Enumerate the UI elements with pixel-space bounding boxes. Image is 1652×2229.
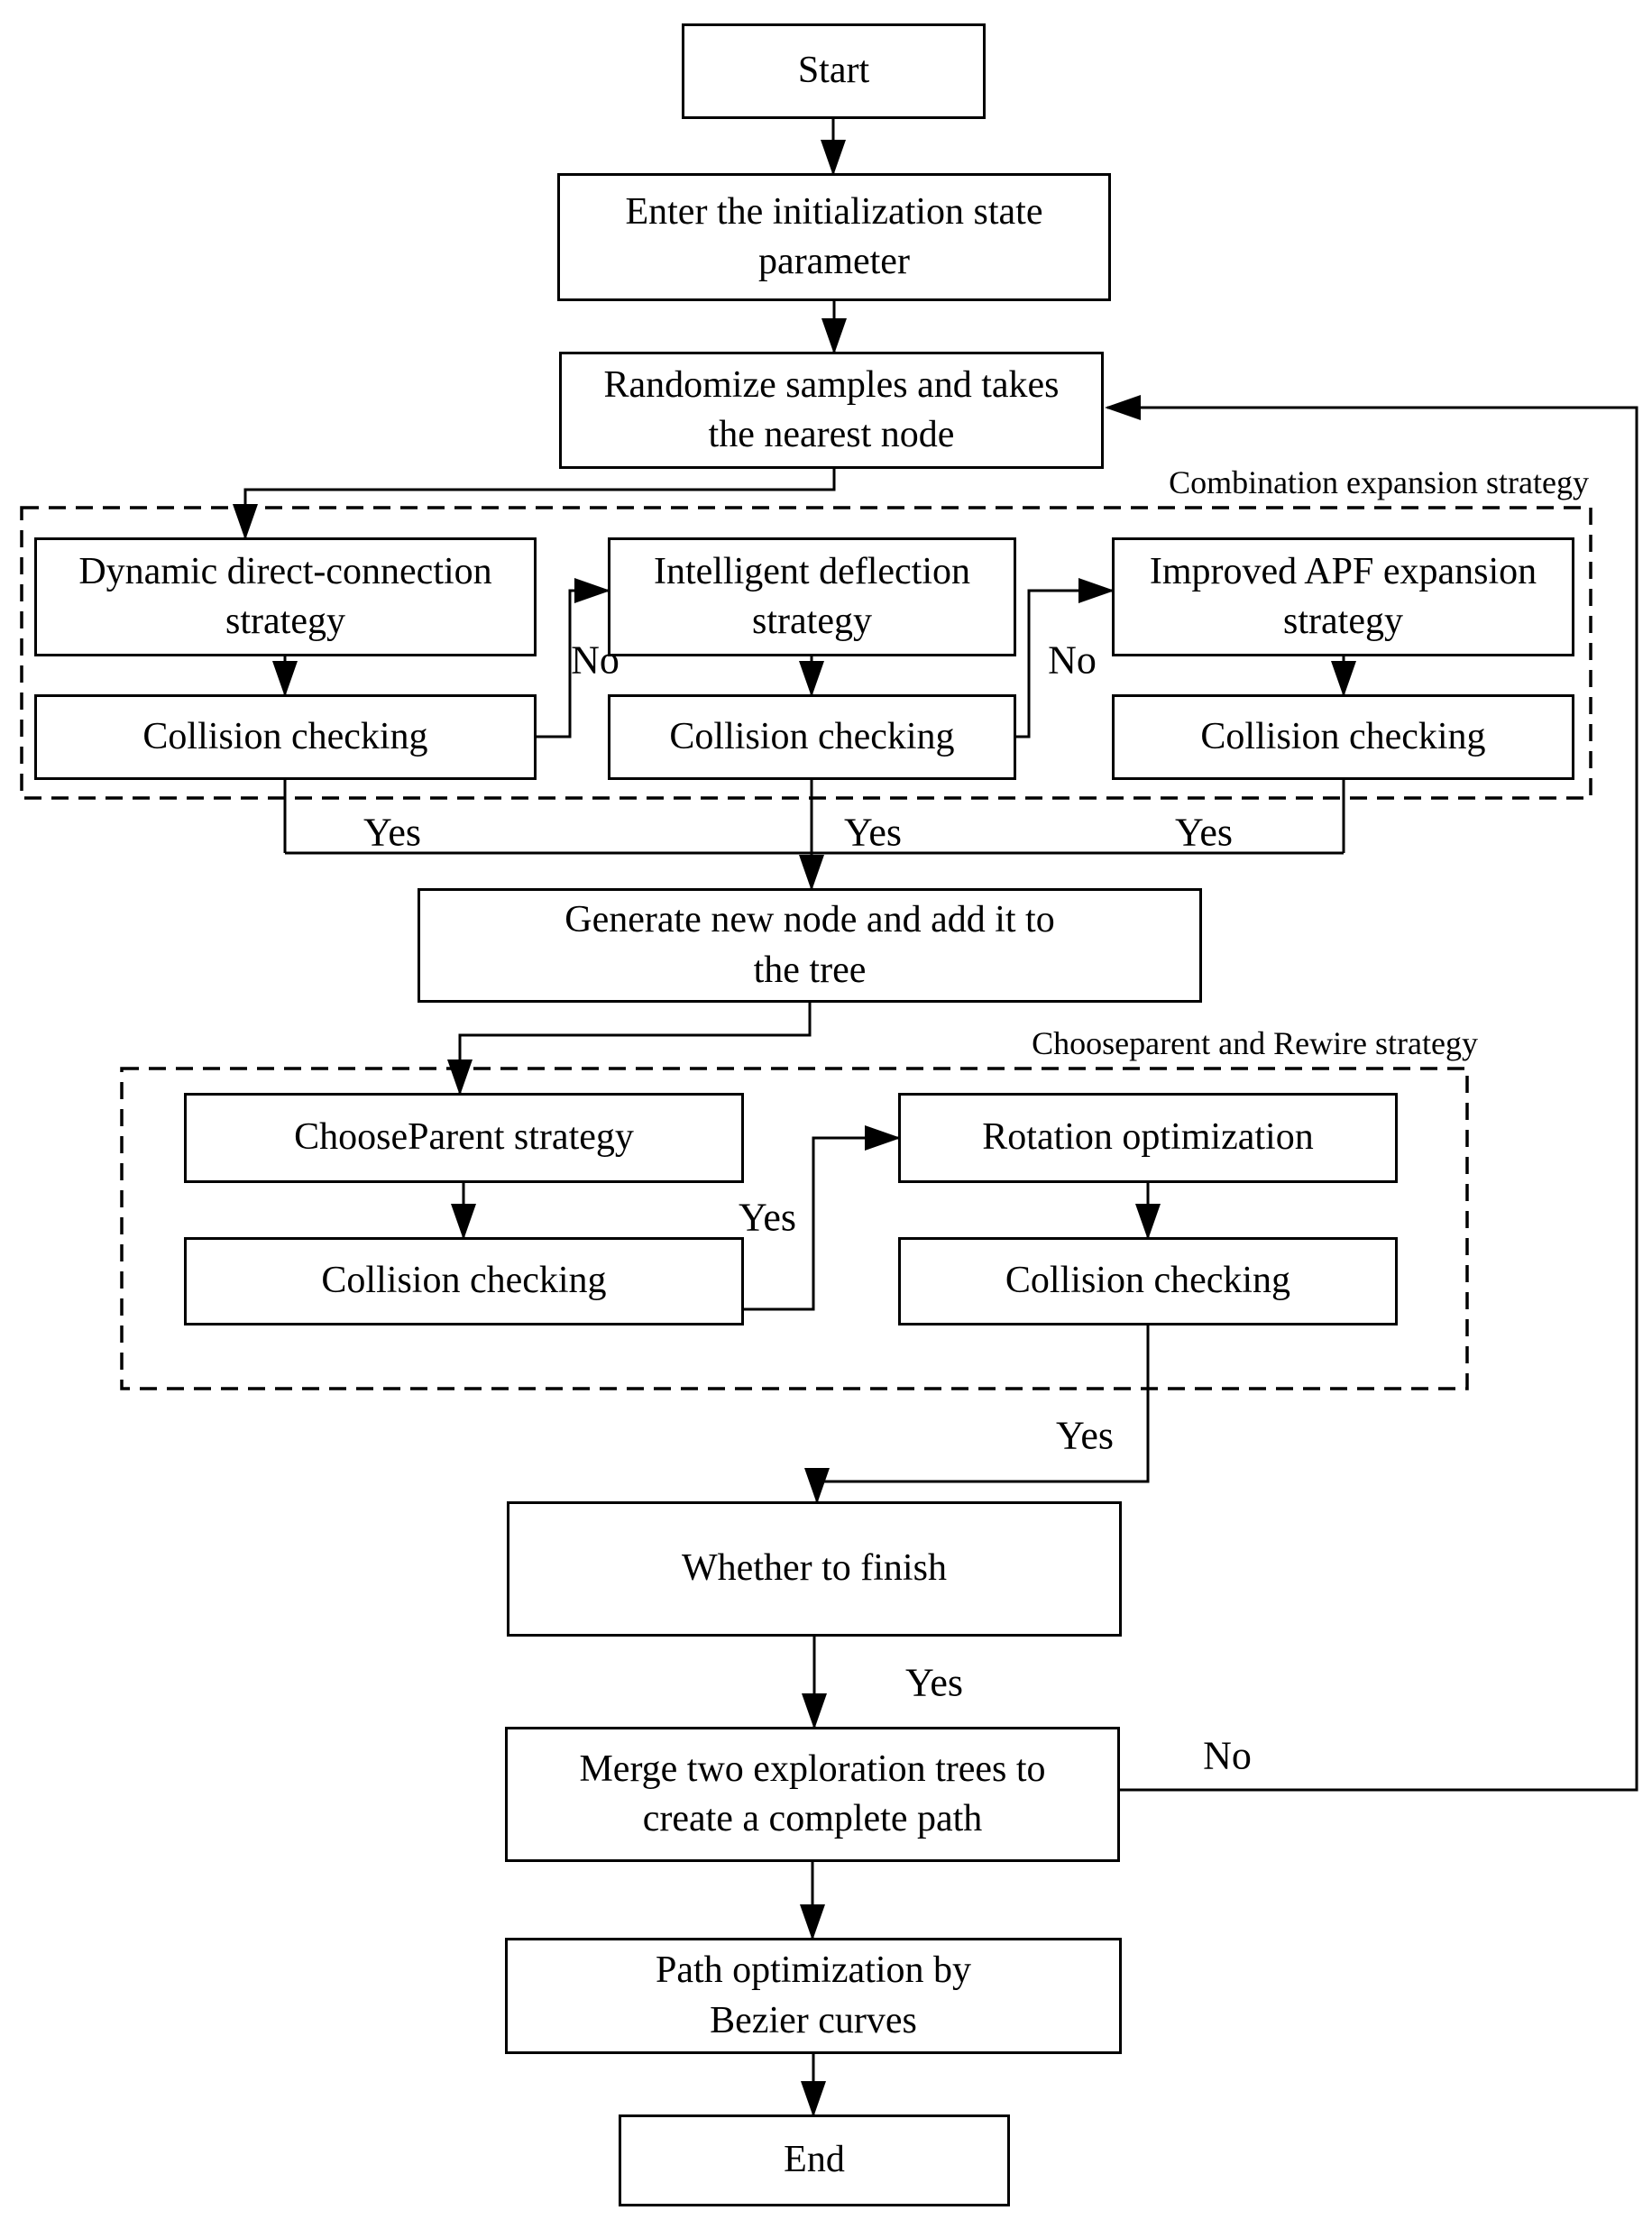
node-dynamic-direct-connection: Dynamic direct-connection strategy (34, 537, 537, 656)
edge-ccr-yes-to-whether (804, 1325, 1150, 1504)
node-path-optimization: Path optimization by Bezier curves (505, 1938, 1122, 2054)
edge-yes-merge-rails (283, 780, 1345, 855)
edge-randomize-to-dynamic (233, 469, 836, 540)
edge-label-yes-2: Yes (843, 810, 903, 855)
node-rotation-optimization: Rotation optimization (898, 1093, 1398, 1183)
edge-label-no-loop: No (1203, 1733, 1252, 1778)
edge-label-yes-3: Yes (1174, 810, 1234, 855)
edge-label-yes-finish: Yes (904, 1660, 964, 1705)
node-collision-checking-parent: Collision checking (184, 1237, 744, 1325)
node-chooseparent-strategy: ChooseParent strategy (184, 1093, 744, 1183)
edge-cc1-no-to-intelligent (537, 578, 610, 738)
edge-label-no-2: No (1048, 638, 1097, 683)
edge-generate-to-chooseparent (447, 1003, 812, 1096)
node-end: End (619, 2114, 1010, 2206)
group-label-chooseparent-rewire: Chooseparent and Rewire strategy (1032, 1025, 1478, 1061)
node-generate-new-node: Generate new node and add it to the tree (418, 888, 1202, 1003)
node-whether-to-finish: Whether to finish (507, 1501, 1122, 1637)
edge-ccl-yes-to-rotation (744, 1125, 901, 1311)
node-start: Start (682, 23, 986, 119)
edge-label-yes-rotation: Yes (1055, 1413, 1115, 1458)
node-collision-checking-3: Collision checking (1112, 694, 1574, 780)
node-merge-trees: Merge two exploration trees to create a … (505, 1727, 1120, 1862)
node-collision-checking-rotation: Collision checking (898, 1237, 1398, 1325)
node-init-params: Enter the initialization state parameter (557, 173, 1111, 301)
edge-label-yes-chooseparent: Yes (738, 1195, 797, 1240)
node-randomize-samples: Randomize samples and takes the nearest … (559, 352, 1104, 469)
edge-no-loop-to-randomize (1105, 395, 1638, 1792)
group-box-chooseparent-rewire (120, 1067, 1469, 1390)
node-collision-checking-1: Collision checking (34, 694, 537, 780)
node-collision-checking-2: Collision checking (608, 694, 1016, 780)
edge-cc2-no-to-apf (1016, 578, 1115, 738)
node-improved-apf-expansion: Improved APF expansion strategy (1112, 537, 1574, 656)
node-intelligent-deflection: Intelligent deflection strategy (608, 537, 1016, 656)
group-box-combination-expansion (20, 506, 1592, 800)
group-label-combination-expansion: Combination expansion strategy (1169, 464, 1589, 500)
edge-label-no-1: No (571, 638, 620, 683)
edge-label-yes-1: Yes (363, 810, 422, 855)
